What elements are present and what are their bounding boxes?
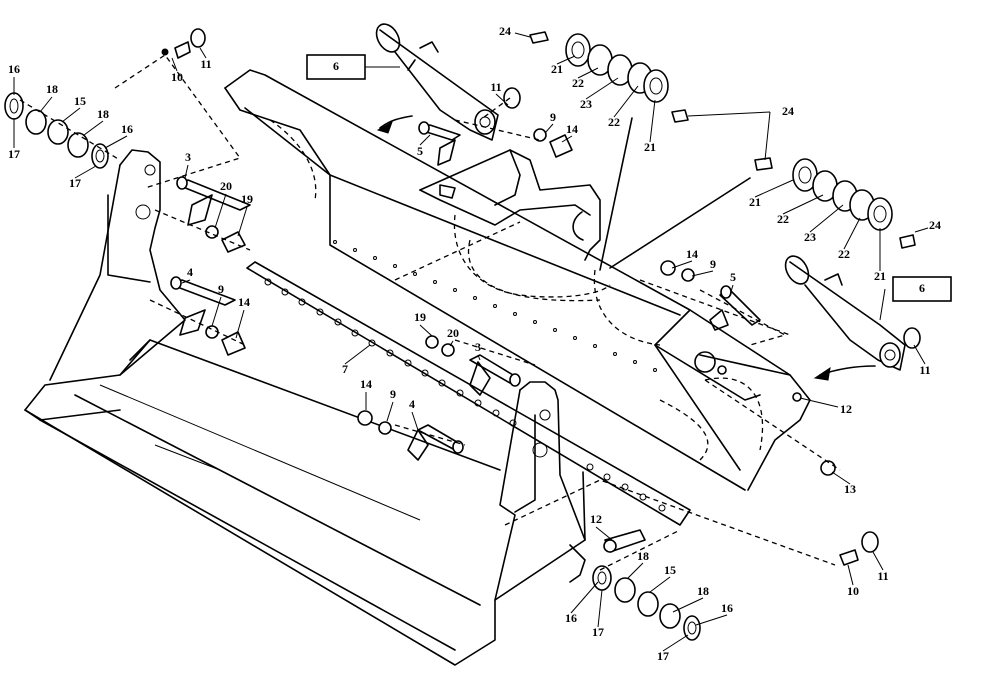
callout: 9	[550, 110, 556, 124]
callout: 20	[447, 326, 459, 340]
callout-numbers: 16 18 15 18 16 17 17 10 11 3 20 19 4 9 1…	[8, 24, 941, 663]
callout: 18	[97, 107, 109, 121]
callout: 11	[490, 80, 501, 94]
callout: 9	[218, 282, 224, 296]
callout: 21	[551, 62, 563, 76]
callout: 19	[414, 310, 426, 324]
callout: 14	[686, 247, 698, 261]
callout: 11	[200, 57, 211, 71]
callout: 16	[8, 62, 20, 76]
callout: 10	[171, 70, 183, 84]
assembly-lines	[19, 54, 841, 571]
callout: 3	[185, 150, 191, 164]
callout: 4	[409, 397, 415, 411]
callout: 11	[919, 363, 930, 377]
callout: 16	[565, 611, 577, 625]
boxed-label-text: 6	[919, 281, 925, 295]
callout: 22	[572, 76, 584, 90]
callout: 14	[360, 377, 372, 391]
bushing-stack-left	[4, 92, 109, 169]
callout: 9	[390, 387, 396, 401]
callout: 13	[844, 482, 856, 496]
callout: 7	[342, 362, 348, 376]
callout: 17	[69, 176, 81, 190]
shim-stack-lower	[792, 158, 893, 231]
callout: 3	[475, 340, 481, 354]
callout: 16	[721, 601, 733, 615]
callout: 22	[608, 115, 620, 129]
callout: 21	[749, 195, 761, 209]
callout: 24	[929, 218, 941, 232]
callout: 23	[804, 230, 816, 244]
boxed-label-text: 6	[333, 59, 339, 73]
callout: 12	[840, 402, 852, 416]
boxed-label-6-top: 6	[306, 54, 366, 80]
hydraulic-cylinder-lower	[784, 255, 906, 371]
callout: 15	[74, 94, 86, 108]
leader-lines	[365, 32, 929, 381]
callout: 5	[730, 270, 736, 284]
callout: 10	[847, 584, 859, 598]
callout: 11	[877, 569, 888, 583]
callout: 24	[782, 104, 794, 118]
callout: 24	[499, 24, 511, 38]
callout: 19	[241, 192, 253, 206]
bushing-stack-right	[592, 565, 701, 641]
callout: 22	[777, 212, 789, 226]
callout: 5	[417, 144, 423, 158]
hydraulic-cylinder-upper	[375, 23, 499, 141]
callout: 18	[46, 82, 58, 96]
callout: 20	[220, 179, 232, 193]
cutting-edge-plate	[246, 261, 691, 526]
callout: 18	[637, 549, 649, 563]
callout: 15	[664, 563, 676, 577]
callout: 21	[644, 140, 656, 154]
callout: 17	[657, 649, 669, 663]
fasteners	[161, 28, 921, 566]
bucket-body	[24, 69, 811, 666]
callout: 21	[874, 269, 886, 283]
callout: 22	[838, 247, 850, 261]
callout: 9	[710, 257, 716, 271]
shim-stack-upper	[565, 33, 669, 103]
callout: 4	[187, 265, 193, 279]
callout: 12	[590, 512, 602, 526]
boxed-label-6-right: 6	[892, 276, 952, 302]
callout: 14	[238, 295, 250, 309]
callout: 14	[566, 122, 578, 136]
callout: 17	[8, 147, 20, 161]
callout: 16	[121, 122, 133, 136]
callout: 18	[697, 584, 709, 598]
pins	[170, 121, 761, 461]
callout: 23	[580, 97, 592, 111]
callout: 17	[592, 625, 604, 639]
callout-leaders	[13, 47, 926, 652]
